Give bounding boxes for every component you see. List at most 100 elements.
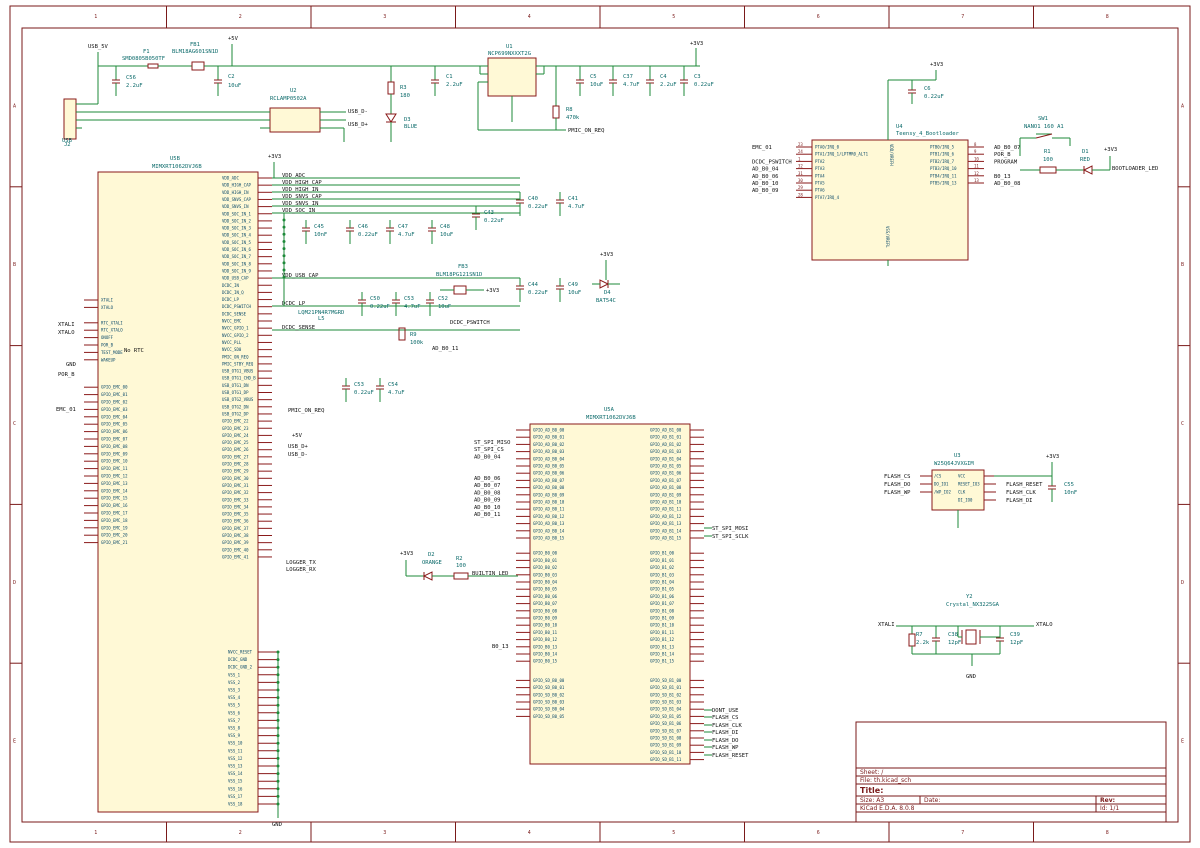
mcua-right-pin: VDD_SOC_IN_7 <box>222 254 251 259</box>
mcua-right-pin: GPIO_EMC_23 <box>222 426 249 431</box>
mcub-right-pin: GPIO_SD_B1_02 <box>650 692 682 697</box>
mcub-left-net: AD_B0_10 <box>474 505 501 511</box>
border-col-1: 1 <box>94 14 97 20</box>
mcub-left-net: AD_B0_07 <box>474 483 501 489</box>
r9-ref: R9 <box>410 332 417 338</box>
mcub-left-net: ST_SPI_CS <box>474 447 504 453</box>
mcub-left-pin: GPIO_AD_B0_14 <box>533 528 565 533</box>
mcua-right-pin: VDD_SOC_IN_8 <box>222 261 251 266</box>
mcub-right-net: ST_SPI_SCLK <box>712 534 749 540</box>
svg-text:D1: D1 <box>1082 149 1089 155</box>
c3-val: 0.22uF <box>694 82 714 88</box>
border-row-right-A: A <box>1181 103 1184 109</box>
tb-size: Size: A3 <box>860 797 884 804</box>
border-col-bottom-3: 3 <box>383 830 386 836</box>
crystal-section: Y2 Crystal_NX3225GA XTALI XTALO R7 2.2k … <box>878 594 1053 680</box>
mcua-vss-pin: VSS_1 <box>228 672 241 677</box>
mcua-left-pin: XTALO <box>101 305 114 310</box>
mcua-right-pin: NVCC_SD0 <box>222 347 242 352</box>
cap-ref: C43 <box>484 210 494 216</box>
fb3-val: BLM18PG121SN1D <box>436 272 482 278</box>
mcua-right-pin: GPIO_EMC_28 <box>222 462 249 467</box>
flash-left-pin: /CS <box>934 474 942 479</box>
mcua-vss-pin: VSS_12 <box>228 756 243 761</box>
mcua-right-pin: NVCC_PLL <box>222 340 242 345</box>
svg-text:C56: C56 <box>126 75 136 81</box>
mcua-right-pin: GPIO_EMC_29 <box>222 469 249 474</box>
mcub-right-net: DONT_USE <box>712 708 739 714</box>
fb3-ref: FB3 <box>458 264 468 270</box>
flash-left-net: FLASH_WP <box>884 490 911 496</box>
border-row-C: C <box>13 421 16 427</box>
border-row-D: D <box>13 580 16 586</box>
tb-id: Id: 1/1 <box>1100 805 1119 812</box>
r9-val: 100k <box>410 340 424 346</box>
mcua-right-pin: VDD_USB_CAP <box>222 276 249 281</box>
mcub-left-pin: GPIO_AD_B0_01 <box>533 435 565 440</box>
flash-right-pin: DI_IO0 <box>958 498 973 503</box>
mcua-right-pin: GPIO_EMC_30 <box>222 476 249 481</box>
svg-text:R3: R3 <box>400 85 407 91</box>
tb-rev: Rev: <box>1100 797 1115 804</box>
svg-text:SMD0805B050TF: SMD0805B050TF <box>122 56 165 62</box>
cap-val: 10uF <box>440 232 453 238</box>
flash-left-pin: /WP_IO2 <box>934 490 951 495</box>
mcub-right-pin: GPIO_B1_15 <box>650 659 675 664</box>
crystal-y2 <box>965 629 977 645</box>
mcub-right-pin: GPIO_B1_02 <box>650 565 675 570</box>
mcub-right-pin: GPIO_AD_B1_04 <box>650 456 682 461</box>
c3-ref: C3 <box>694 74 701 80</box>
mcua-vss-pin: VSS_14 <box>228 771 243 776</box>
mcua-left-pin: GPIO_EMC_14 <box>101 488 128 493</box>
mcub-left-pin: GPIO_B0_14 <box>533 652 558 657</box>
mcub-right-pin: GPIO_SD_B1_10 <box>650 750 682 755</box>
teensy-left-pin: PTA0/IRQ_0 <box>815 145 840 150</box>
mcub-left-pin: GPIO_AD_B0_05 <box>533 464 565 469</box>
teensy-right-net: POR_B <box>994 152 1011 158</box>
mcua-left-pin: GPIO_EMC_11 <box>101 466 128 471</box>
mcub-left-pin: GPIO_AD_B0_11 <box>533 507 565 512</box>
net-usb-dminus: USB_D- <box>288 452 308 458</box>
mcua-right-pin: PMIC_ON_REQ <box>222 354 249 359</box>
mcub-right-pin: GPIO_AD_B1_05 <box>650 464 682 469</box>
cap-ref: C47 <box>398 224 408 230</box>
border-col-bottom-4: 4 <box>528 830 531 836</box>
teensy-left-net: AD_B0_06 <box>752 174 779 180</box>
svg-text:180: 180 <box>400 93 410 99</box>
svg-text:MIMXRT1062DVJ6B: MIMXRT1062DVJ6B <box>152 164 202 170</box>
mcua-right-pin: VDD_SOC_IN_1 <box>222 211 251 216</box>
flash-left-net: FLASH_CS <box>884 474 911 480</box>
svg-text:RED: RED <box>1080 157 1090 163</box>
cap-val: 10nF <box>314 232 327 238</box>
mcua-right-pin: GPIO_EMC_27 <box>222 454 249 459</box>
mcub-left-pin: GPIO_AD_B0_10 <box>533 500 565 505</box>
flash-right-net: FLASH_RESET <box>1006 482 1043 488</box>
border-col-bottom-1: 1 <box>94 830 97 836</box>
svg-text:C6: C6 <box>924 86 931 92</box>
mcua-net-label: VDD_SNVS_CAP <box>282 194 322 200</box>
svg-text:12pF: 12pF <box>1010 640 1023 646</box>
mcub-right-pin: GPIO_B1_01 <box>650 558 675 563</box>
mcua-right-pin: VDD_HIGH_IN <box>222 190 249 195</box>
cap-ref: C53 <box>354 382 364 388</box>
mcua-right-pin: USB_OTG1_VBUS <box>222 369 254 374</box>
c37-val: 4.7uF <box>623 82 640 88</box>
net-3v3-top: +3V3 <box>268 154 281 160</box>
mcua-vss-pin: VSS_17 <box>228 794 243 799</box>
power-input-section: J2 USB USB_5V F1 SMD0805B050TF C56 2.2uF… <box>62 36 714 148</box>
tb-tool: KiCad E.D.A. 8.0.8 <box>860 805 915 812</box>
mcua-right-pin: PMIC_STBY_REQ <box>222 361 254 366</box>
mcua-right-pin: DCDC_SENSE <box>222 311 247 316</box>
mcua-vss-pin: VSS_18 <box>228 802 243 807</box>
mcua-vss-pin: VSS_6 <box>228 710 241 715</box>
mcub-right-pin: GPIO_SD_B1_11 <box>650 757 682 762</box>
mcua-right-pin: NVCC_GPIO_1 <box>222 326 249 331</box>
svg-text:SW1: SW1 <box>1038 116 1048 122</box>
mcub-left-pin: GPIO_B0_07 <box>533 601 558 606</box>
mcub-left-pin: GPIO_B0_12 <box>533 637 558 642</box>
mcua-left-pin: GPIO_EMC_20 <box>101 533 128 538</box>
teensy-right-net: B0_13 <box>994 174 1011 180</box>
svg-text:Y2: Y2 <box>966 594 973 600</box>
svg-text:USB_D-: USB_D- <box>348 109 368 115</box>
mcub-right-pin: GPIO_B1_05 <box>650 587 675 592</box>
